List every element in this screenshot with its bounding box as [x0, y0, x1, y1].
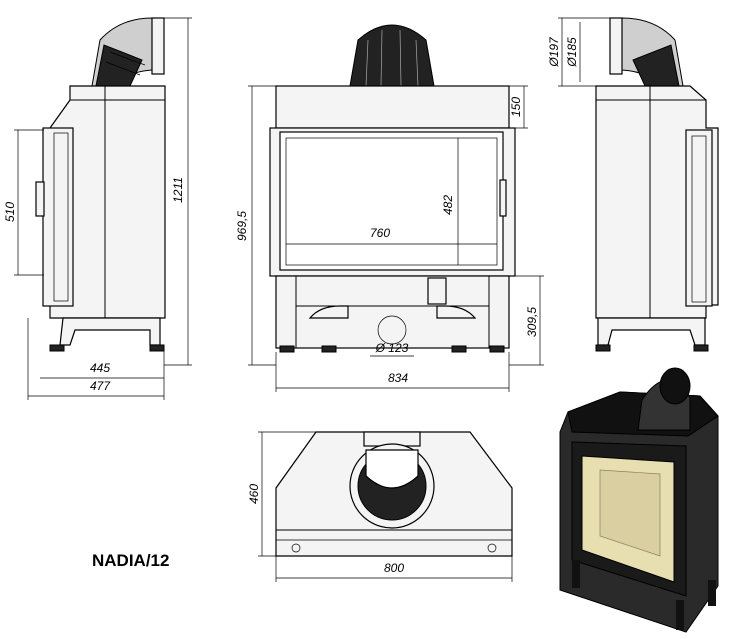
- dim-door-height: 510: [3, 202, 17, 222]
- dim-depth-inner: 445: [90, 361, 110, 375]
- top-view: 460 800: [247, 431, 513, 582]
- dim-glass-width: 760: [370, 226, 390, 240]
- dim-depth-total: 477: [90, 379, 111, 393]
- dim-top-gap: 150: [509, 97, 523, 117]
- side-view-left: 510 1211 445 477: [3, 17, 192, 400]
- dim-height-total: 1211: [171, 177, 185, 203]
- side-view-right: Ø197 Ø185: [547, 17, 719, 352]
- model-title: NADIA/12: [92, 551, 169, 570]
- dim-base-height: 309,5: [525, 307, 539, 337]
- dim-top-depth: 460: [247, 484, 261, 504]
- dim-top-width: 800: [384, 561, 404, 575]
- dim-outlet-outer: Ø197: [547, 36, 561, 68]
- dim-width-total: 834: [388, 371, 408, 385]
- dim-outlet-inner: Ø185: [565, 37, 579, 68]
- dim-glass-height: 482: [441, 195, 455, 215]
- dim-height-body: 969,5: [235, 211, 249, 241]
- dim-flue-diameter: Ø 123: [375, 341, 409, 355]
- product-render: [559, 367, 719, 633]
- front-view: 969,5 150 760 482 309,5 Ø 123 834: [235, 24, 544, 392]
